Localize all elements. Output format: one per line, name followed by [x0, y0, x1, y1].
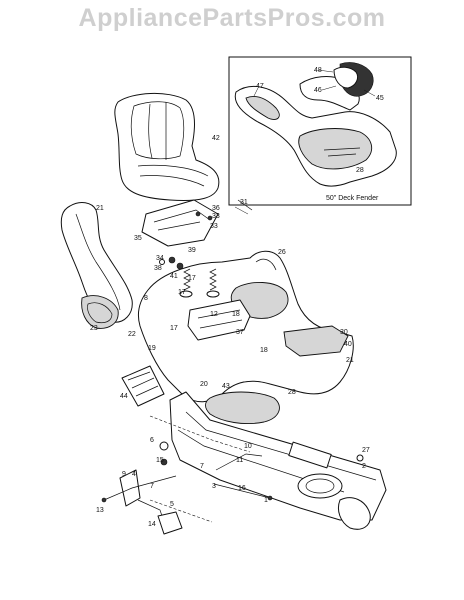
callout-17b: 17 [178, 289, 186, 296]
callout-10: 10 [244, 443, 252, 450]
callout-36: 36 [212, 205, 220, 212]
callout-26: 26 [278, 249, 286, 256]
callout-5: 5 [170, 501, 174, 508]
main-fender [137, 250, 354, 425]
callout-20: 20 [200, 381, 208, 388]
callout-2: 2 [362, 463, 366, 470]
callout-17c: 17 [170, 325, 178, 332]
callout-23: 23 [90, 325, 98, 332]
callout-6: 6 [150, 437, 154, 444]
callout-22: 22 [128, 331, 136, 338]
callout-8: 8 [144, 295, 148, 302]
callout-11: 11 [236, 457, 243, 464]
callout-45: 45 [376, 95, 384, 102]
callout-21: 21 [96, 205, 104, 212]
seat-bracket [141, 199, 249, 270]
rod [237, 199, 253, 211]
callout-39: 39 [188, 247, 196, 254]
callout-42: 42 [212, 135, 220, 142]
callout-40: 40 [344, 341, 352, 348]
watermark: AppliancePartsPros.com [78, 4, 386, 32]
callout-3: 3 [212, 483, 216, 490]
callout-44: 44 [120, 393, 128, 400]
callout-37: 37 [236, 329, 244, 336]
callout-33b: 33 [210, 223, 218, 230]
callout-17a: 17 [188, 275, 196, 282]
frame [149, 391, 387, 530]
callout-43: 43 [222, 383, 230, 390]
callout-9: 9 [122, 471, 126, 478]
callout-13: 13 [96, 507, 104, 514]
callout-47: 47 [256, 83, 264, 90]
callout-labels: 48 47 46 45 28 42 36 33 33 35 31 21 34 3… [90, 67, 384, 528]
callout-27: 27 [362, 447, 370, 454]
callout-38: 38 [154, 265, 162, 272]
callout-18: 18 [232, 311, 240, 318]
callout-1: 1 [264, 497, 268, 504]
deck-fender-inset: 50" Deck Fender [228, 56, 412, 206]
callout-16: 16 [238, 485, 246, 492]
callout-21b: 21 [346, 357, 354, 364]
callout-41: 41 [170, 273, 178, 280]
pedal-linkage [101, 441, 364, 535]
callout-31: 31 [240, 199, 248, 206]
callout-19: 19 [148, 345, 156, 352]
callout-4: 4 [132, 471, 136, 478]
callout-7b: 7 [150, 483, 154, 490]
callout-28-inset: 28 [356, 167, 364, 174]
callout-7a: 7 [200, 463, 204, 470]
inset-caption: 50" Deck Fender [326, 195, 379, 202]
callout-12: 12 [210, 311, 218, 318]
callout-30: 30 [340, 329, 348, 336]
callout-14: 14 [148, 521, 156, 528]
callout-33a: 33 [212, 213, 220, 220]
callout-34: 34 [156, 255, 164, 262]
callout-18b: 18 [260, 347, 268, 354]
callout-46: 46 [314, 87, 322, 94]
seat [114, 92, 220, 201]
side-panel [60, 202, 133, 329]
callout-35: 35 [134, 235, 142, 242]
callout-28: 28 [288, 389, 296, 396]
foot-pad [121, 365, 165, 407]
callout-48: 48 [314, 67, 322, 74]
callout-15: 15 [156, 457, 164, 464]
